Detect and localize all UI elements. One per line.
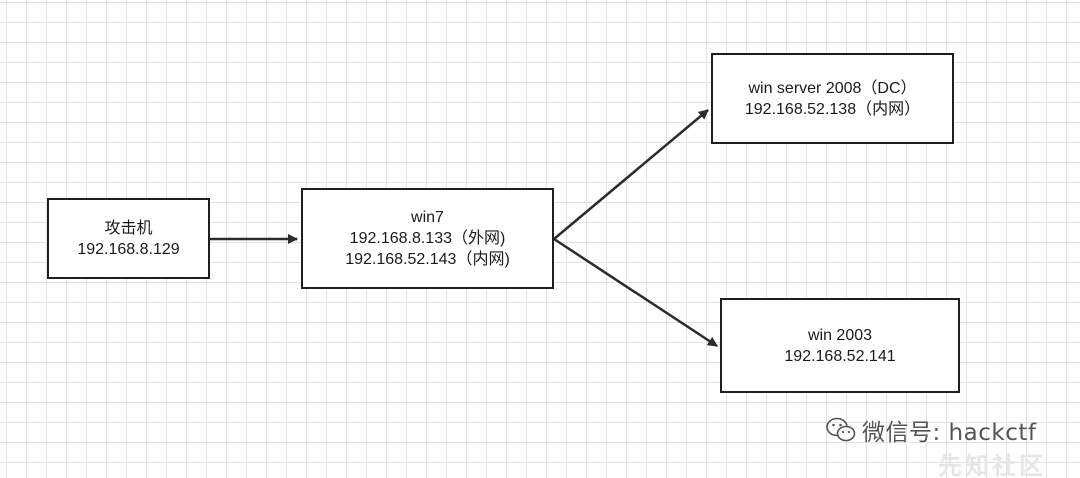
- node-win7-ip-external: 192.168.8.133（外网): [349, 230, 506, 247]
- node-win7: win7 192.168.8.133（外网) 192.168.52.143（内网…: [301, 188, 554, 289]
- node-attacker: 攻击机 192.168.8.129: [47, 198, 210, 279]
- node-dc-label: win server 2008（DC）: [748, 79, 917, 97]
- arrow-win7-to-win2003: [553, 237, 718, 348]
- node-win2003-label: win 2003: [807, 326, 873, 344]
- node-attacker-label: 攻击机: [104, 219, 153, 237]
- node-win7-ip-internal: 192.168.52.143（内网): [345, 251, 510, 268]
- node-attacker-ip: 192.168.8.129: [77, 240, 180, 258]
- arrow-win7-to-dc: [553, 109, 709, 240]
- watermark-text: 微信号: hackctf: [862, 420, 1037, 446]
- watermark: 微信号: hackctf: [826, 413, 1036, 447]
- watermark-faint: 先知社区: [938, 452, 1046, 478]
- node-win7-label: win7: [411, 209, 444, 226]
- node-win2003-ip: 192.168.52.141: [784, 347, 896, 365]
- node-win2003: win 2003 192.168.52.141: [720, 298, 960, 393]
- node-domain-controller: win server 2008（DC） 192.168.52.138（内网）: [711, 53, 954, 144]
- wechat-icon: [826, 417, 856, 442]
- node-dc-ip: 192.168.52.138（内网）: [744, 100, 921, 118]
